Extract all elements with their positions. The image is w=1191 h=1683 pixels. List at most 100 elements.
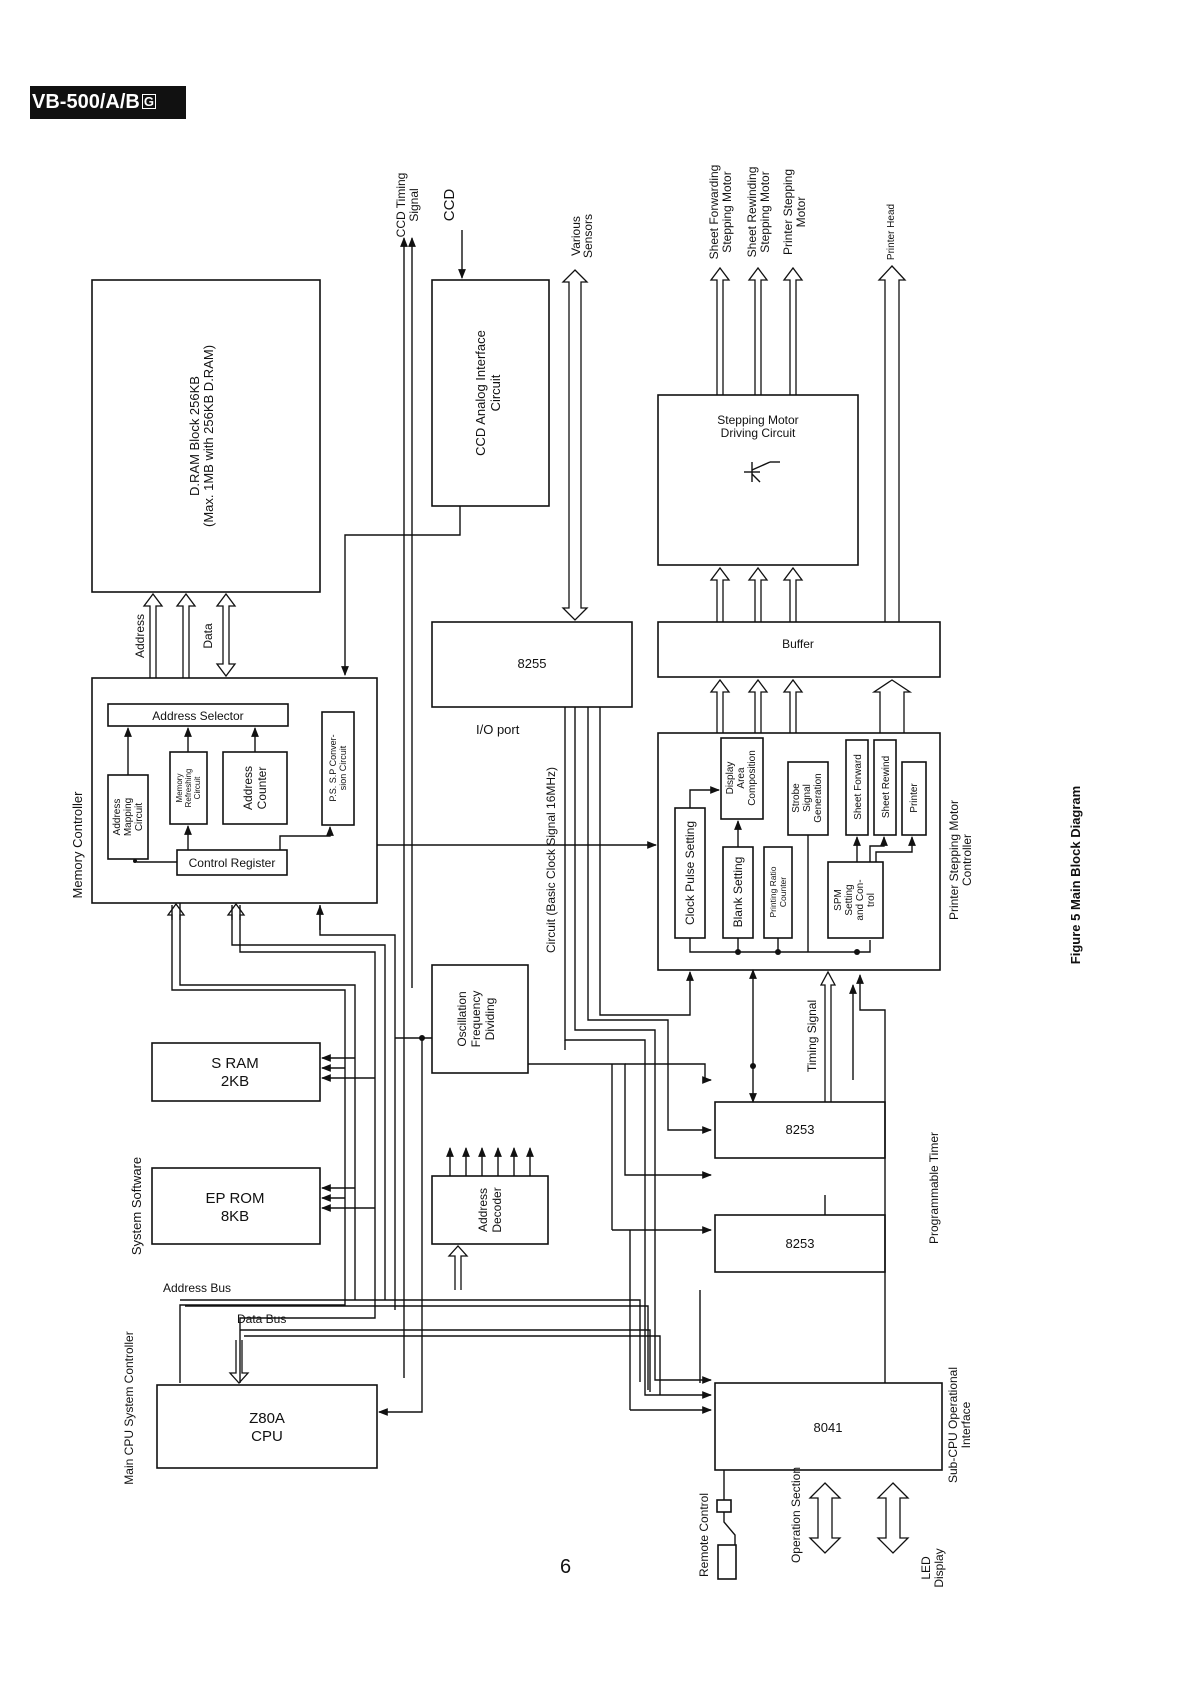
ccd-interface-block: CCD Analog Interface Circuit: [431, 279, 550, 507]
ppi-8255-block: 8255: [431, 621, 633, 708]
ccd-interface-label-2: Circuit: [488, 374, 503, 411]
remote-control-symbol: [716, 1470, 737, 1580]
ps-sp-label-2: sion Circuit: [338, 745, 348, 790]
printer-controller-label-2: Controller: [960, 834, 974, 886]
buffer-block: Buffer: [657, 621, 941, 678]
memory-refreshing-block: Memory Refreshing Circuit: [169, 751, 208, 825]
cpu-block: Z80A CPU: [156, 1384, 378, 1469]
data-label: Data: [201, 623, 215, 649]
transistor-icon: [744, 461, 780, 483]
address-counter-label-1: Address: [241, 766, 255, 810]
printer-block: Printer: [901, 761, 927, 836]
timer-links: [699, 969, 886, 1383]
timing-signal-label: Timing Signal: [805, 1000, 819, 1072]
address-selector-label: Address Selector: [152, 709, 243, 723]
buffer-label: Buffer: [782, 637, 814, 651]
eprom-block: EP ROM 8KB: [151, 1167, 321, 1245]
dram-label-1: D.RAM Block 256KB: [187, 376, 202, 496]
address-selector-block: Address Selector: [107, 703, 289, 727]
sheet-forwarding-motor-label-1: Sheet Forwarding: [707, 165, 721, 260]
led-display-bus: [876, 1482, 910, 1554]
oscillation-label-3: Dividing: [483, 998, 497, 1041]
spm-label-4: trol: [866, 893, 877, 907]
printer-head-label: Printer Head: [886, 204, 897, 260]
dram-address-data-links: [142, 592, 237, 678]
various-sensors-label-2: Sensors: [581, 214, 595, 258]
clock-pulse-label: Clock Pulse Setting: [683, 821, 697, 925]
ppi-bus-lines: [564, 707, 712, 1399]
eprom-label-1: EP ROM: [206, 1190, 265, 1207]
spm-label-3: and Con-: [855, 879, 866, 920]
timer-8253-1-block: 8253: [714, 1101, 886, 1159]
subcpu-caption-2: Interface: [959, 1401, 973, 1448]
led-display-label-1: LED: [919, 1556, 933, 1580]
ps-sp-conversion-block: P.S. S.P Conver- sion Circuit: [321, 711, 355, 826]
sheet-forward-block: Sheet Forward: [845, 739, 869, 836]
spm-setting-block: SPM Setting and Con- trol: [827, 861, 884, 939]
eprom-label-2: 8KB: [221, 1208, 249, 1225]
address-bus: [180, 1299, 649, 1390]
address-decoder-block: Address Decoder: [431, 1147, 549, 1245]
address-decoder-label-2: Decoder: [490, 1187, 504, 1232]
address-decoder-label-1: Address: [476, 1188, 490, 1232]
cpu-label-2: CPU: [251, 1428, 283, 1445]
clock-pulse-block: Clock Pulse Setting: [674, 807, 706, 939]
ccd-timing-label-1: CCD Timing: [394, 173, 408, 238]
strobe-label-2: Signal: [802, 784, 813, 812]
sram-label-2: 2KB: [221, 1073, 249, 1090]
data-bus-label: Data Bus: [237, 1312, 286, 1326]
memory-controller-block: Address Selector Address Mapping Circuit…: [91, 677, 378, 904]
printer-label: Printer: [909, 783, 920, 813]
sram-block: S RAM 2KB: [151, 1042, 321, 1102]
ccd-timing-label-2: Signal: [407, 188, 421, 221]
clock-to-peripherals: [611, 1064, 712, 1414]
timer2-label: 8253: [786, 1236, 815, 1251]
timer1-label: 8253: [786, 1122, 815, 1137]
address-mapping-label-1: Address: [112, 799, 123, 836]
system-software-label: System Software: [129, 1157, 144, 1255]
various-sensors-label-1: Various: [569, 216, 583, 256]
data-bus: [228, 1329, 661, 1395]
controller-buffer-links: [709, 678, 913, 733]
printer-controller-block: Display Area Composition Strobe Signal G…: [657, 732, 941, 971]
oscillation-label-1: Oscillation: [455, 991, 469, 1046]
address-counter-block: Address Counter: [222, 751, 288, 825]
subcpu-8041-block: 8041: [714, 1382, 943, 1471]
printing-ratio-label-2: Counter: [778, 877, 788, 907]
remote-control-label: Remote Control: [697, 1493, 711, 1577]
blank-setting-label: Blank Setting: [731, 857, 745, 928]
ppi-label: 8255: [518, 656, 547, 671]
io-port-label: I/O port: [476, 722, 520, 737]
sheet-rewinding-motor-label-1: Sheet Rewinding: [745, 167, 759, 258]
stepping-driver-label-1: Stepping Motor: [717, 413, 798, 427]
ccd-label: CCD: [441, 189, 458, 222]
sheet-rewind-block: Sheet Rewind: [873, 739, 897, 836]
led-display-label-2: Display: [932, 1548, 946, 1587]
ps-sp-label-1: P.S. S.P Conver-: [328, 734, 338, 801]
printer-stepping-motor-label-2: Motor: [794, 197, 808, 228]
spm-label-2: Setting: [844, 884, 855, 915]
strobe-signal-block: Strobe Signal Generation: [787, 761, 829, 836]
sheet-rewind-label: Sheet Rewind: [881, 756, 892, 818]
blank-setting-block: Blank Setting: [722, 846, 754, 939]
address-label: Address: [133, 614, 147, 658]
programmable-timer-label: Programmable Timer: [927, 1132, 941, 1244]
control-register-block: Control Register: [176, 849, 288, 876]
figure-caption: Figure 5 Main Block Diagram: [1068, 786, 1083, 964]
address-mapping-label-3: Circuit: [134, 803, 145, 832]
memory-controller-label: Memory Controller: [70, 791, 85, 899]
display-area-label-2: Area: [736, 767, 747, 789]
dram-label-2: (Max. 1MB with 256KB D.RAM): [201, 345, 216, 527]
printing-ratio-block: Printing Ratio Counter: [763, 846, 793, 939]
memory-refreshing-label-1: Memory: [175, 774, 184, 803]
operation-section-label: Operation Section: [789, 1467, 803, 1563]
address-bus-label: Address Bus: [163, 1281, 231, 1295]
stepping-driver-label-2: Driving Circuit: [721, 426, 796, 440]
region-mark: G: [141, 94, 156, 109]
model-name: VB-500/A/B: [32, 91, 140, 113]
basic-clock-label: Circuit (Basic Clock Signal 16MHz): [544, 767, 558, 953]
sensor-bus: [561, 269, 589, 621]
display-area-label-3: Composition: [747, 750, 758, 806]
